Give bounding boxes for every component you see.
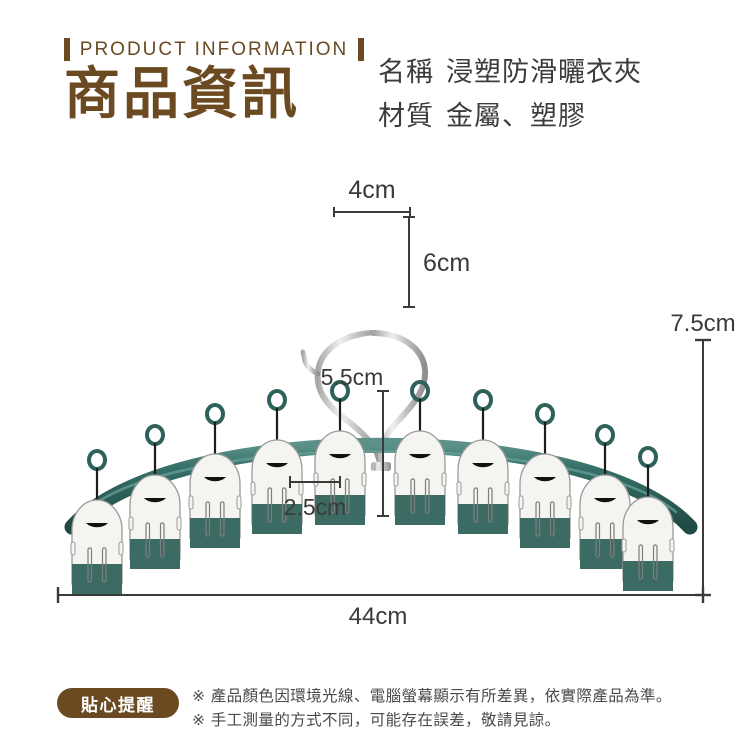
spec-label-name: 名稱 [378, 57, 434, 88]
dimension-label-hook-width: 4cm [348, 176, 395, 204]
dimension-hook-height: 6cm [403, 216, 470, 308]
dimension-label-clip-height: 5.5cm [321, 364, 384, 390]
clip [621, 446, 675, 591]
dimension-label-hook-height: 6cm [423, 249, 470, 277]
clip [456, 389, 510, 534]
spec-row-material: 材質 金屬、塑膠 [378, 90, 730, 134]
notice-line: ※ 產品顏色因環境光線、電腦螢幕顯示有所差異，依實際產品為準。 [192, 687, 672, 705]
spec-label-material: 材質 [378, 101, 434, 132]
title-block: PRODUCT INFORMATION 商品資訊 [64, 36, 364, 126]
eyebrow-label: PRODUCT INFORMATION [79, 38, 349, 60]
dimension-hanger-width: 44cm [56, 587, 705, 630]
dimension-label-hanger-width: 44cm [349, 603, 408, 630]
dimension-label-clip-width: 2.5cm [284, 494, 347, 520]
spec-list: 名稱 浸塑防滑曬衣夾 材質 金屬、塑膠 [378, 46, 730, 134]
spec-value-material: 金屬、塑膠 [446, 101, 586, 132]
clip [128, 424, 182, 569]
dimension-clip-height: 5.5cm [321, 364, 389, 517]
status-badge: 貼心提醒 [57, 688, 179, 718]
eyebrow-row: PRODUCT INFORMATION [64, 36, 364, 62]
page-title: 商品資訊 [64, 62, 300, 127]
spec-value-name: 浸塑防滑曬衣夾 [446, 57, 642, 88]
hanger-illustration: 4cm 6cm 5.5cm 2.5cm 7.5cm 44cm [56, 176, 736, 630]
product-diagram: 4cm 6cm 5.5cm 2.5cm 7.5cm 44cm [0, 150, 750, 640]
clip [313, 380, 367, 525]
clip [393, 380, 447, 525]
notice-section: 貼心提醒 ※ 產品顏色因環境光線、電腦螢幕顯示有所差異，依實際產品為準。 ※ 手… [0, 672, 750, 742]
notice-text-block: ※ 產品顏色因環境光線、電腦螢幕顯示有所差異，依實際產品為準。 ※ 手工測量的方… [192, 684, 737, 732]
eyebrow-right-bar-icon [358, 37, 364, 61]
notice-line: ※ 手工測量的方式不同，可能存在誤差，敬請見諒。 [192, 711, 561, 729]
clip [250, 389, 304, 534]
clip [518, 403, 572, 548]
spec-value-material-wrap: 金屬、塑膠 [446, 100, 730, 134]
dimension-hanger-height: 7.5cm [670, 310, 736, 597]
dimension-label-hanger-height: 7.5cm [670, 310, 735, 337]
header-section: PRODUCT INFORMATION 商品資訊 名稱 浸塑防滑曬衣夾 材質 金… [0, 0, 750, 145]
spec-row-name: 名稱 浸塑防滑曬衣夾 [378, 46, 730, 90]
clip [188, 403, 242, 548]
spec-value-name-wrap: 浸塑防滑曬衣夾 [446, 56, 730, 90]
eyebrow-left-bar-icon [64, 37, 70, 61]
dimension-hook-width: 4cm [333, 176, 411, 217]
clip [70, 449, 124, 594]
clip-group [70, 380, 675, 594]
dimension-clip-width: 2.5cm [284, 476, 347, 520]
